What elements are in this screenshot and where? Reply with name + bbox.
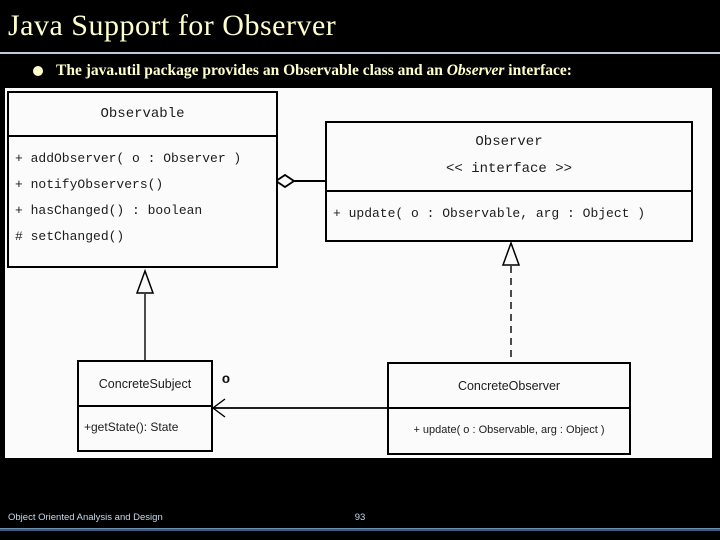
title-divider [0,52,720,54]
bullet-text-italic: Observer [446,62,505,79]
method-get-state: +getState(): State [84,420,179,434]
footer-course-name: Object Oriented Analysis and Design [8,512,163,523]
class-name-concrete-observer: ConcreteObserver [389,364,629,409]
class-methods-concrete-subject: +getState(): State [79,407,211,448]
uml-diagram: Observable + addObserver( o : Observer )… [5,88,712,458]
class-name-observer: Observer [475,134,543,150]
footer-divider [0,528,720,531]
class-name-concrete-subject: ConcreteSubject [79,362,211,407]
class-methods-observable: + addObserver( o : Observer ) + notifyOb… [9,137,276,250]
class-header-observer: Observer << interface >> [327,123,691,192]
class-name-observable: Observable [9,93,276,137]
page-title: Java Support for Observer [8,9,337,42]
class-box-concrete-observer: ConcreteObserver + update( o : Observabl… [387,362,631,455]
class-methods-observer: + update( o : Observable, arg : Object ) [327,192,691,236]
method-has-changed: + hasChanged() : boolean [15,203,203,218]
stereotype-interface: << interface >> [445,161,573,177]
bullet-text-before: The java.util package provides an Observ… [56,62,447,79]
method-update: + update( o : Observable, arg : Object ) [333,206,646,221]
method-notify-observers: + notifyObservers() [15,177,164,192]
class-box-observer: Observer << interface >> + update( o : O… [325,121,693,242]
footer-page-number: 93 [354,512,366,523]
bullet-icon [33,66,43,76]
class-box-concrete-subject: ConcreteSubject +getState(): State [77,360,213,452]
bullet-text: The java.util package provides an Observ… [56,61,712,81]
class-methods-concrete-observer: + update( o : Observable, arg : Object ) [389,409,629,451]
generalization-triangle-icon [135,268,155,294]
association-role-label: o [221,372,231,388]
method-add-observer: + addObserver( o : Observer ) [15,151,242,166]
bullet-text-after: interface: [504,62,572,79]
association-arrowhead-icon [211,398,226,418]
method-update-concrete: + update( o : Observable, arg : Object ) [413,424,605,436]
realization-triangle-icon [501,240,521,266]
class-box-observable: Observable + addObserver( o : Observer )… [7,91,278,268]
method-set-changed: # setChanged() [15,229,125,244]
aggregation-diamond-icon [274,173,296,189]
